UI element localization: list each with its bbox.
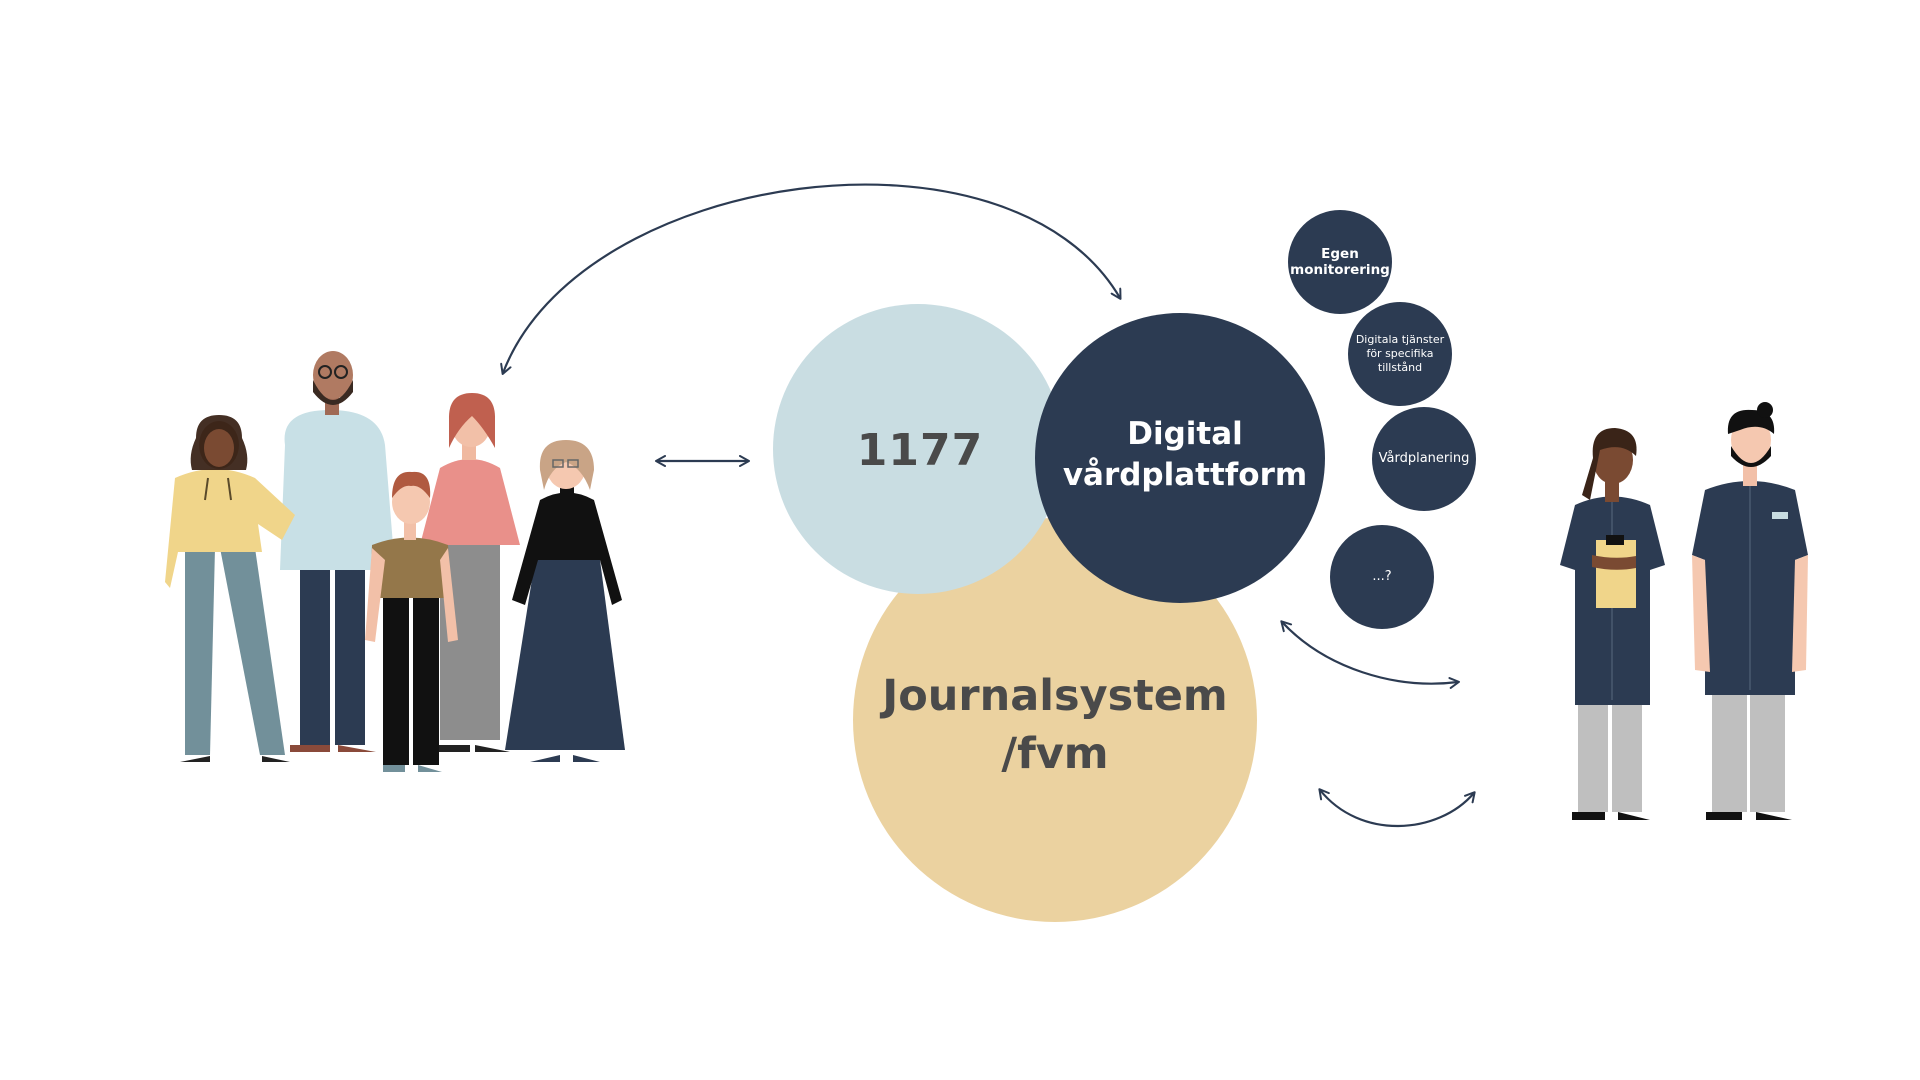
- staff-male-nurse: [1692, 402, 1808, 820]
- patient-group-illustration: [165, 351, 625, 772]
- service-circle-digitala-tjanster: [1348, 302, 1452, 406]
- person-woman-salmon: [420, 393, 520, 752]
- healthcare-staff-illustration: [1560, 402, 1808, 820]
- service-circle-more: [1330, 525, 1434, 629]
- arrow-journal-staff: [1318, 788, 1476, 827]
- arrow-platform-staff: [1280, 620, 1460, 689]
- circle-1177: [773, 304, 1063, 594]
- circle-journalsystem: [853, 518, 1257, 922]
- service-circle-vardplanering: [1372, 407, 1476, 511]
- person-bald-man: [280, 351, 395, 752]
- staff-nurse-with-clipboard: [1560, 428, 1665, 820]
- person-woman-yellow: [165, 415, 295, 762]
- circle-digital-platform: [1035, 313, 1325, 603]
- person-child: [365, 471, 458, 772]
- service-circle-egen-monitorering: [1288, 210, 1392, 314]
- arc-arrow-patients-platform: [500, 183, 1122, 375]
- person-older-woman: [505, 440, 625, 762]
